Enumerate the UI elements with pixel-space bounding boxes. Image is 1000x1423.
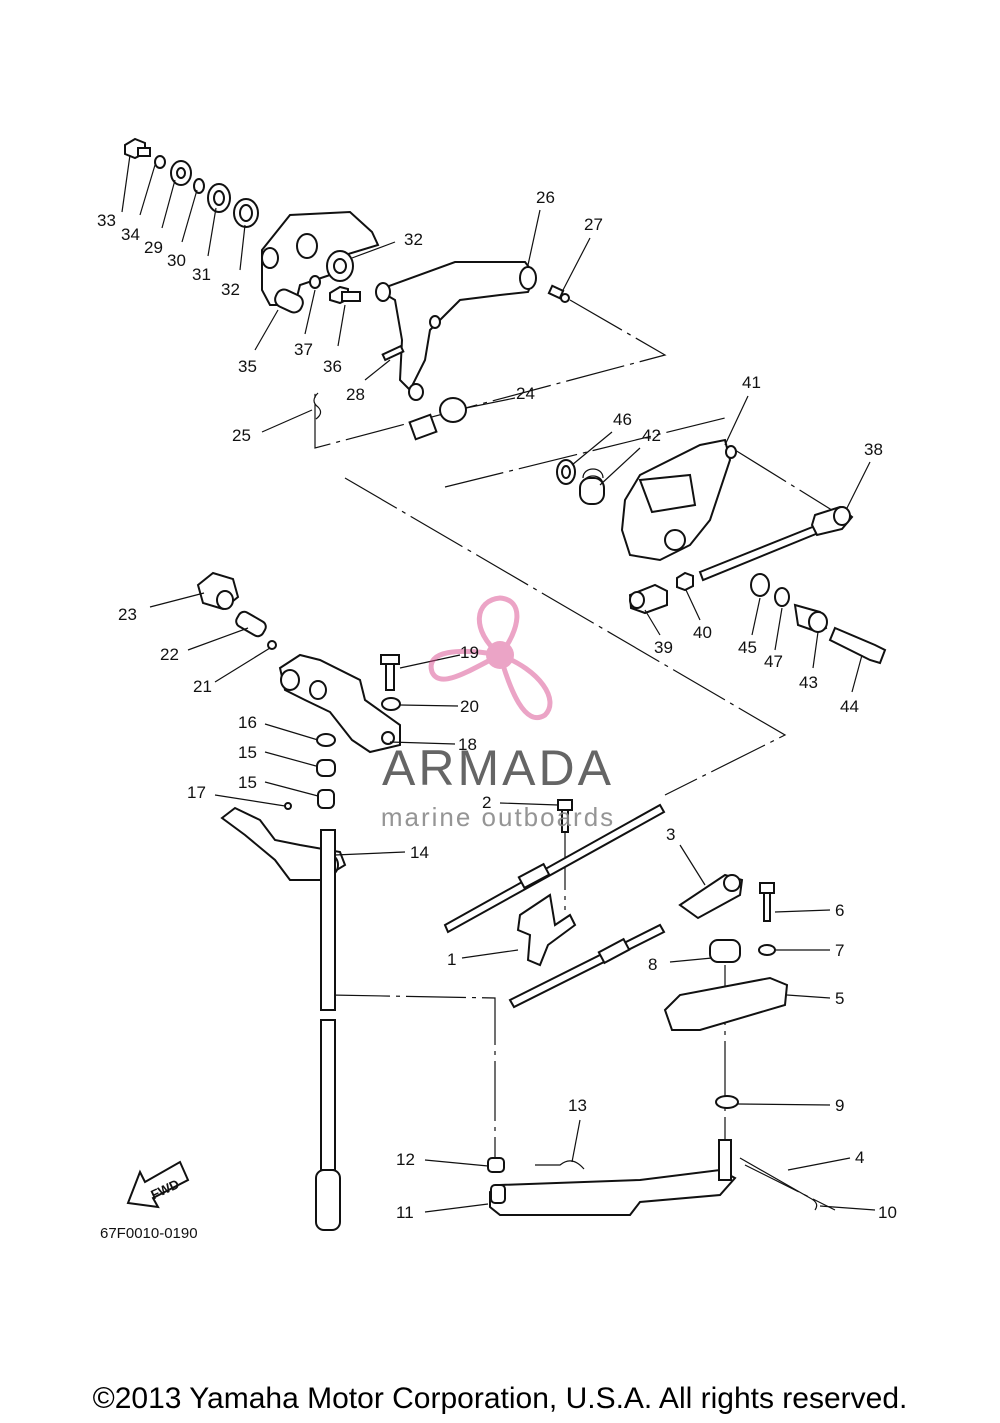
callout-28: 28	[346, 385, 365, 404]
callout-15a: 15	[238, 743, 257, 762]
callout-47: 47	[764, 652, 783, 671]
throttle-cable-assembly	[443, 799, 666, 1009]
callout-38: 38	[864, 440, 883, 459]
throttle-link-assembly	[663, 873, 789, 1109]
callout-13: 13	[568, 1096, 587, 1115]
forward-direction-arrow-icon: FWD	[126, 1160, 190, 1209]
callout-40: 40	[693, 623, 712, 642]
callout-22: 22	[160, 645, 179, 664]
callout-20: 20	[460, 697, 479, 716]
callout-36: 36	[323, 357, 342, 376]
armada-logo: ARMADA marine outboards	[381, 595, 615, 832]
callout-7: 7	[835, 941, 844, 960]
callout-26: 26	[536, 188, 555, 207]
callout-27: 27	[584, 215, 603, 234]
shift-lever-assembly	[313, 261, 570, 441]
callout-12: 12	[396, 1150, 415, 1169]
callout-4: 4	[855, 1148, 864, 1167]
callout-45: 45	[738, 638, 757, 657]
callout-37: 37	[294, 340, 313, 359]
diagram-reference-code: 67F0010-0190	[100, 1225, 198, 1242]
callout-15b: 15	[238, 773, 257, 792]
cam-plate-assembly	[556, 438, 737, 562]
callout-1: 1	[447, 950, 456, 969]
callout-44: 44	[840, 697, 859, 716]
assembly-reference-lines	[314, 299, 836, 1160]
callout-10: 10	[878, 1203, 897, 1222]
callout-30: 30	[167, 251, 186, 270]
detent-bracket-assembly	[196, 571, 401, 810]
callout-17: 17	[187, 783, 206, 802]
callout-5: 5	[835, 989, 844, 1008]
callout-34: 34	[121, 225, 140, 244]
callout-3: 3	[666, 825, 675, 844]
callout-6: 6	[835, 901, 844, 920]
callout-14: 14	[410, 843, 429, 862]
callout-8: 8	[648, 955, 657, 974]
callout-46: 46	[613, 410, 632, 429]
callout-42: 42	[642, 426, 661, 445]
callout-25: 25	[232, 426, 251, 445]
callout-9: 9	[835, 1096, 844, 1115]
shift-rod-assembly	[628, 505, 887, 665]
callout-11: 11	[396, 1203, 414, 1222]
leader-lines	[121, 154, 876, 1213]
callout-33: 33	[97, 211, 116, 230]
callout-43: 43	[799, 673, 818, 692]
callout-39: 39	[654, 638, 673, 657]
lower-link-assembly	[487, 1139, 836, 1216]
callout-32b: 32	[404, 230, 423, 249]
callout-41: 41	[742, 373, 761, 392]
upper-bracket-assembly	[124, 137, 380, 314]
callout-23: 23	[118, 605, 137, 624]
brand-name: ARMADA	[382, 740, 614, 796]
callout-16: 16	[238, 713, 257, 732]
copyright-notice: ©2013 Yamaha Motor Corporation, U.S.A. A…	[93, 1382, 908, 1415]
callout-24: 24	[516, 384, 535, 403]
callout-32a: 32	[221, 280, 240, 299]
propeller-icon	[428, 595, 553, 720]
callout-21: 21	[193, 677, 212, 696]
callout-2: 2	[482, 793, 491, 812]
shift-shaft-assembly	[220, 806, 347, 1231]
callout-18: 18	[458, 735, 477, 754]
callout-19: 19	[460, 643, 479, 662]
callout-29: 29	[144, 238, 163, 257]
brand-tagline: marine outboards	[381, 802, 615, 832]
callout-35: 35	[238, 357, 257, 376]
callout-31: 31	[192, 265, 211, 284]
